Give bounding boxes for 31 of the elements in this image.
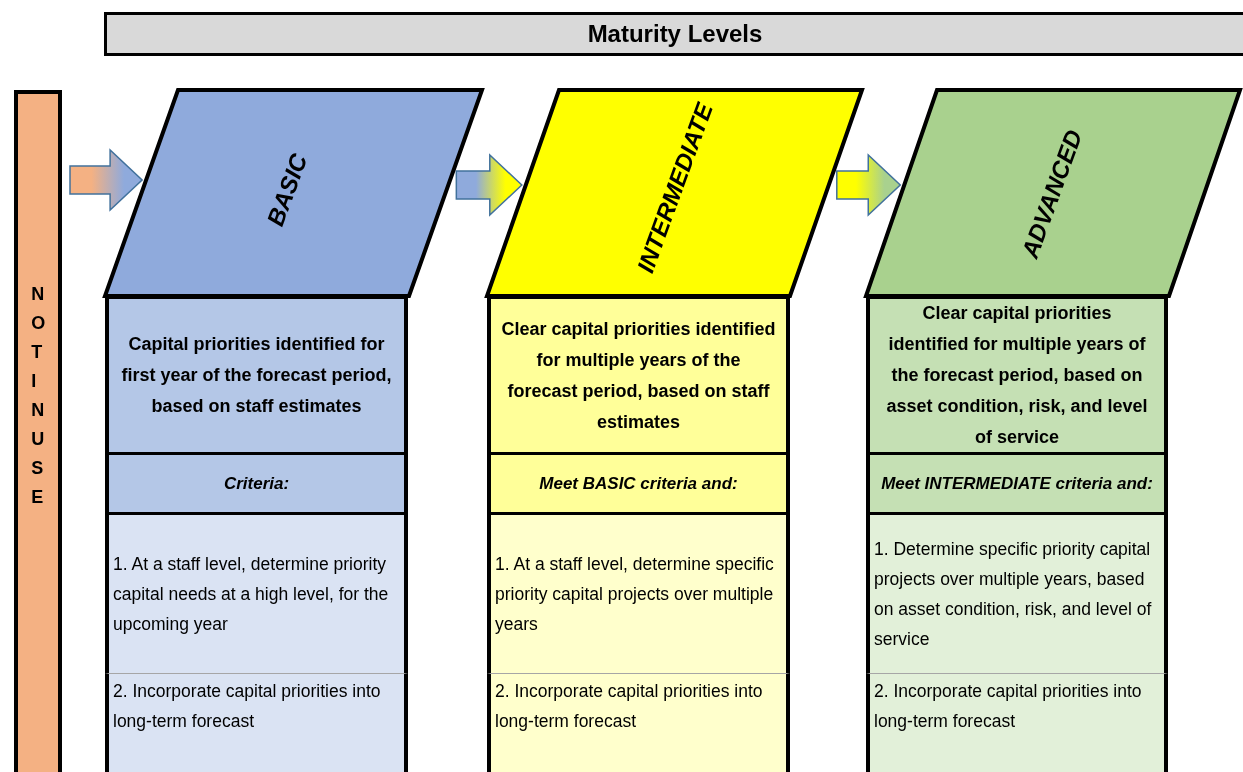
criteria-item-box (866, 512, 1168, 673)
criteria-item-box (866, 673, 1168, 772)
criteria-header (487, 452, 790, 512)
criteria-item-box (487, 673, 790, 772)
summary-box (866, 296, 1168, 452)
level-name: BASIC (260, 150, 313, 230)
criteria-header (105, 452, 408, 512)
criteria-item: 2. Incorporate capital priorities into long-term forecast (874, 680, 1143, 733)
summary-box (487, 296, 790, 452)
criteria-heading: Meet BASIC criteria and: (539, 472, 738, 495)
block-arrow (836, 153, 902, 217)
status-column (14, 90, 62, 772)
summary-text: Clear capital priorities identified for multiple years of the forecast period, based on asset condition, risk, and level of service (885, 302, 1149, 449)
criteria-item-box (105, 512, 408, 673)
status-label: NOT IN USE (30, 283, 50, 509)
criteria-item-box (105, 673, 408, 772)
summary-text: Clear capital priorities identified for multiple years of the forecast period, based on staff estimates (501, 317, 776, 434)
criteria-header (866, 452, 1168, 512)
criteria-item-box (487, 512, 790, 673)
criteria-item: 1. At a staff level, determine specific priority capital projects over multiple years (495, 553, 775, 636)
criteria-item: 1. At a staff level, determine priority capital needs at a high level, for the upcoming year (113, 553, 390, 636)
criteria-item: 1. Determine specific priority capital projects over multiple years, based on asset condition, risk, and level of service (874, 538, 1153, 651)
block-arrow (69, 148, 144, 212)
block-arrow (455, 153, 523, 217)
summary-text: Capital priorities identified for first year of the forecast period, based on staff estimates (120, 333, 393, 418)
criteria-heading: Criteria: (223, 472, 290, 495)
criteria-item: 2. Incorporate capital priorities into long-term forecast (113, 680, 382, 733)
title-text: Maturity Levels (587, 20, 763, 48)
criteria-heading: Meet INTERMEDIATE criteria and: (881, 472, 1153, 495)
criteria-item: 2. Incorporate capital priorities into long-term forecast (495, 680, 764, 733)
summary-box (105, 296, 408, 452)
